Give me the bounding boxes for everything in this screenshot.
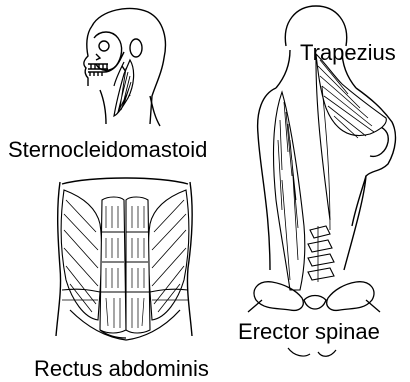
erector-spinae-muscle	[274, 92, 305, 290]
neck-front	[100, 90, 106, 124]
nasal-cavity	[96, 54, 100, 60]
torso-left-outline	[56, 182, 61, 336]
face-outline	[84, 26, 92, 86]
ear	[130, 39, 142, 57]
rectus-abdominis-muscle	[61, 190, 189, 333]
erector-spinae-label: Erector spinae	[238, 321, 380, 343]
head-neck-figure	[84, 8, 166, 126]
left-shoulder	[258, 88, 276, 270]
pelvis-lower	[288, 348, 336, 356]
rectus-abdominis-label: Rectus abdominis	[34, 358, 209, 380]
pelvis	[248, 282, 380, 312]
back-neck-left	[276, 50, 290, 88]
trapezius-label: Trapezius	[300, 42, 396, 64]
sternocleidomastoid-label: Sternocleidomastoid	[8, 139, 207, 161]
right-arm	[352, 176, 366, 226]
eye-socket	[99, 41, 109, 51]
rib-line	[62, 178, 188, 184]
lumbar-spine	[308, 226, 334, 282]
